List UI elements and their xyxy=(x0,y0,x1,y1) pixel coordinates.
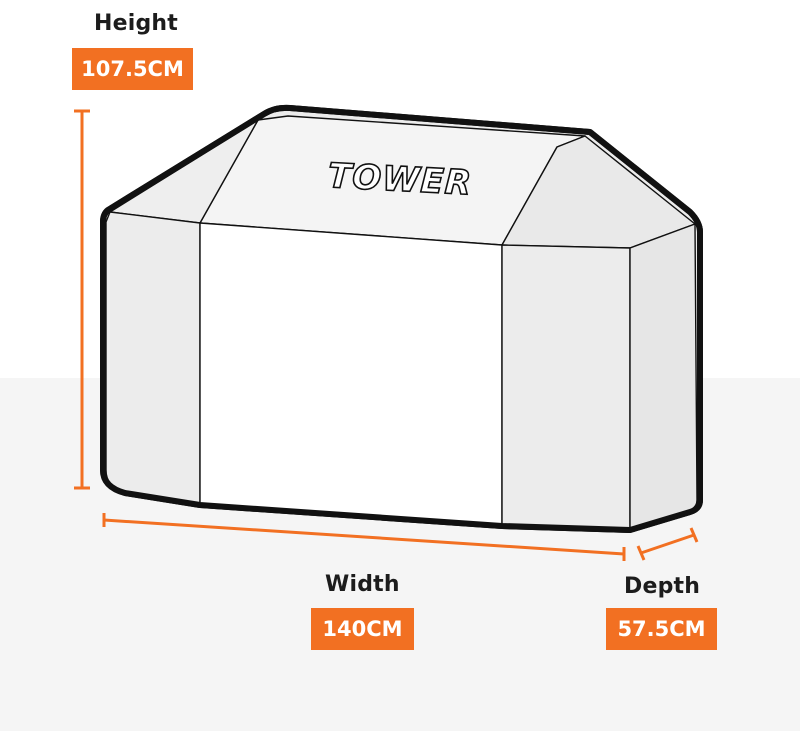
cover-outline-stroke xyxy=(100,104,703,533)
width-dimension-line xyxy=(102,513,626,561)
height-value-badge: 107.5CM xyxy=(72,48,193,90)
width-label: Width xyxy=(325,572,400,597)
height-dimension-line xyxy=(74,109,90,490)
cover-right-end-panel xyxy=(629,223,698,531)
cover-front-panel xyxy=(199,222,503,527)
cover-right-front-panel xyxy=(501,244,631,531)
brand-logo: TOWER xyxy=(327,156,473,203)
cover-left-side xyxy=(105,211,201,506)
width-value-badge: 140CM xyxy=(311,608,414,650)
depth-value-badge: 57.5CM xyxy=(606,608,717,650)
depth-label: Depth xyxy=(624,574,701,599)
depth-dimension-line xyxy=(636,527,699,561)
height-label: Height xyxy=(94,11,179,36)
